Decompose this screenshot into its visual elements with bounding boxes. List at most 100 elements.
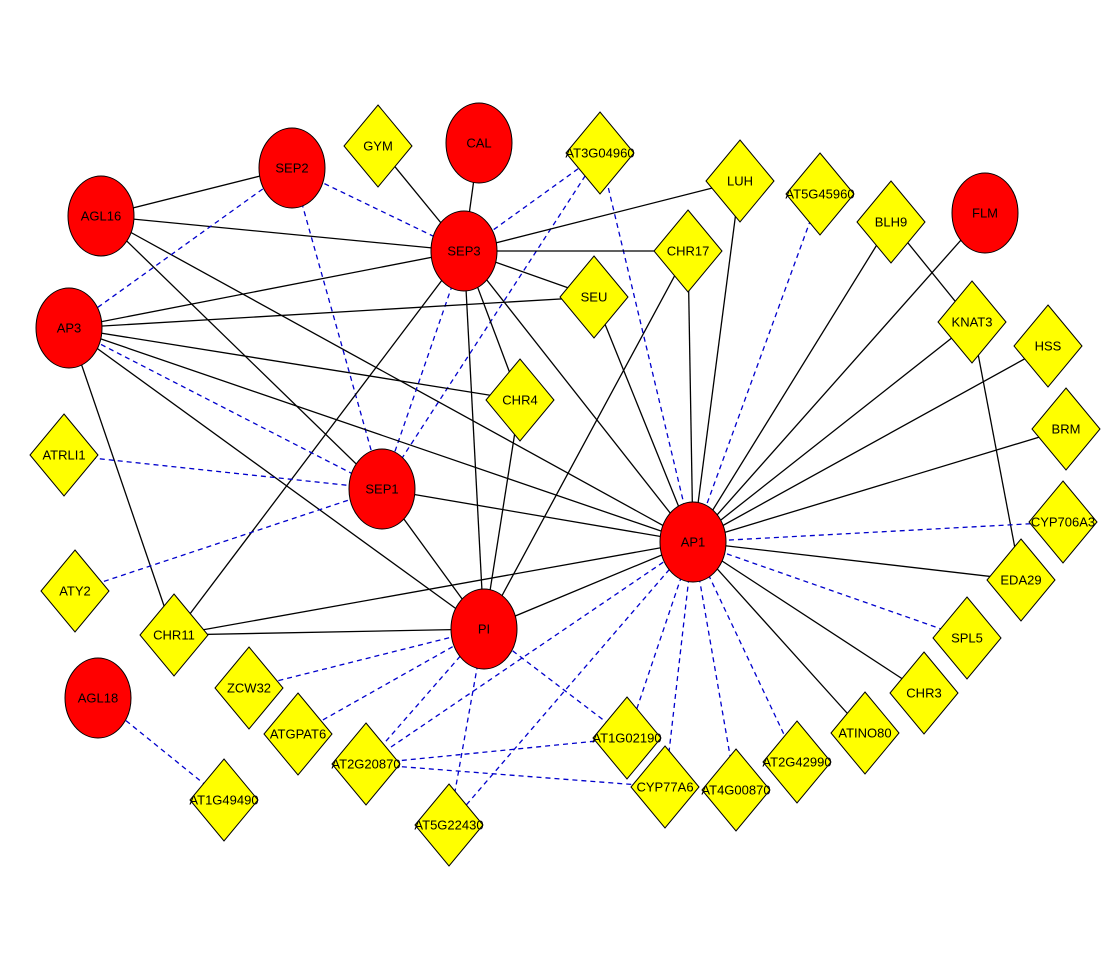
diamond-node-shape — [932, 596, 1002, 680]
edge-ap1-at2g20870 — [365, 541, 694, 765]
node-label: CYP77A6 — [636, 779, 693, 794]
node-label: CYP706A3 — [1031, 514, 1095, 529]
edge-sep1-aty2 — [74, 488, 383, 592]
edge-at2g20870-at1g02190 — [365, 737, 628, 765]
edge-brm-ap1 — [692, 428, 1067, 543]
diamond-node-shape — [889, 651, 959, 735]
node-label: ATY2 — [59, 583, 91, 598]
circle-node-shape — [35, 287, 103, 369]
circle-node-shape — [951, 172, 1019, 254]
node-label: ATINO80 — [838, 725, 891, 740]
node-label: SEP3 — [447, 243, 480, 258]
edge-blh9-ap1 — [692, 221, 892, 543]
node-label: ATGPAT6 — [270, 726, 326, 741]
node-blh9: BLH9 — [856, 180, 926, 264]
edge-seu-ap1 — [593, 296, 694, 543]
edge-atrli1-sep1 — [63, 454, 383, 490]
node-label: AP3 — [57, 320, 82, 335]
edge-chr17-ap1 — [687, 250, 694, 543]
node-atrli1: ATRLI1 — [29, 413, 99, 497]
diamond-node-shape — [592, 696, 662, 780]
node-label: SEP1 — [365, 481, 398, 496]
node-label: CHR3 — [906, 685, 941, 700]
circle-node-shape — [67, 175, 135, 257]
node-label: KNAT3 — [952, 314, 993, 329]
circle-node-shape — [445, 102, 513, 184]
node-luh: LUH — [705, 139, 775, 223]
diamond-node-shape — [705, 139, 775, 223]
node-label: ZCW32 — [227, 680, 271, 695]
node-eda29: EDA29 — [986, 538, 1056, 622]
edge-sep2-sep1 — [291, 167, 383, 490]
node-chr3: CHR3 — [889, 651, 959, 735]
edge-ap1-at4g00870 — [692, 541, 737, 791]
circle-node-shape — [64, 657, 132, 739]
edge-sep3-ap1 — [463, 250, 694, 543]
edge-ap1-chr3 — [692, 541, 925, 694]
node-chr17: CHR17 — [653, 209, 723, 293]
edge-ap1-eda29 — [692, 541, 1022, 581]
edge-ap1-at2g42990 — [692, 541, 798, 763]
node-at4g00870: AT4G00870 — [701, 748, 771, 832]
edge-sep3-ap3 — [68, 250, 465, 329]
node-label: AT2G20870 — [331, 756, 400, 771]
diamond-node-shape — [139, 593, 209, 677]
circle-node-shape — [450, 588, 518, 670]
edge-agl16-ap1 — [100, 215, 694, 543]
circle-node-shape — [430, 210, 498, 292]
edge-chr11-pi — [173, 628, 485, 636]
diamond-node-shape — [1013, 304, 1083, 388]
node-label: AT1G02190 — [592, 730, 661, 745]
edge-sep1-ap1 — [381, 488, 694, 543]
node-label: AT4G00870 — [701, 782, 770, 797]
diamond-node-shape — [189, 758, 259, 842]
node-at2g20870: AT2G20870 — [331, 722, 401, 806]
diamond-node-shape — [343, 104, 413, 188]
node-at2g42990: AT2G42990 — [762, 720, 832, 804]
edge-agl16-sep1 — [100, 215, 383, 490]
node-cal: CAL — [445, 102, 513, 184]
circle-node-shape — [659, 501, 727, 583]
node-label: SEU — [581, 289, 608, 304]
node-atino80: ATINO80 — [830, 691, 900, 775]
node-label: AGL16 — [81, 208, 121, 223]
node-agl18: AGL18 — [64, 657, 132, 739]
node-label: CHR4 — [502, 392, 537, 407]
edge-ap3-sep1 — [68, 327, 383, 490]
node-ap1: AP1 — [659, 501, 727, 583]
node-label: CHR11 — [153, 627, 195, 642]
diamond-node-shape — [29, 413, 99, 497]
diamond-node-shape — [937, 280, 1007, 364]
edge-ap1-atino80 — [692, 541, 866, 734]
diamond-node-shape — [856, 180, 926, 264]
diamond-node-shape — [485, 358, 555, 442]
node-label: AP1 — [681, 534, 706, 549]
node-label: AT2G42990 — [762, 754, 831, 769]
node-label: LUH — [727, 173, 753, 188]
node-sep3: SEP3 — [430, 210, 498, 292]
edge-ap1-cyp706a3 — [692, 521, 1064, 543]
node-at5g22430: AT5G22430 — [414, 783, 484, 867]
node-label: AGL18 — [78, 690, 118, 705]
edge-knat3-eda29 — [971, 321, 1022, 581]
node-label: CHR17 — [667, 243, 710, 258]
node-label: SPL5 — [951, 630, 983, 645]
diamond-node-shape — [785, 152, 855, 236]
diamond-node-shape — [1028, 480, 1098, 564]
node-label: BLH9 — [875, 214, 908, 229]
edge-agl16-sep3 — [100, 215, 465, 252]
edge-flm-ap1 — [692, 212, 986, 543]
node-label: EDA29 — [1000, 572, 1041, 587]
edge-at2g20870-cyp77a6 — [365, 763, 666, 788]
node-label: SEP2 — [275, 160, 308, 175]
diamond-node-shape — [1031, 387, 1101, 471]
edge-ap1-spl5 — [692, 541, 968, 639]
edge-ap1-at1g02190 — [626, 541, 694, 739]
node-aty2: ATY2 — [40, 549, 110, 633]
node-label: AT1G49490 — [189, 792, 258, 807]
node-label: HSS — [1035, 338, 1062, 353]
diamond-node-shape — [762, 720, 832, 804]
edge-sep3-chr11 — [173, 250, 465, 636]
